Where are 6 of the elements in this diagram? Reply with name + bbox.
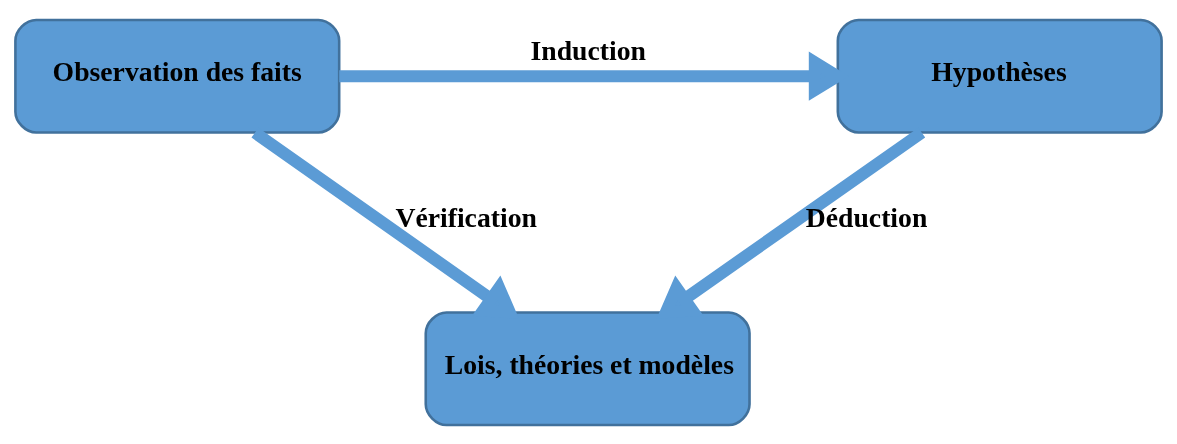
node-box: Lois, théories et modèles bbox=[424, 310, 751, 426]
node-box: Hypothèses bbox=[836, 18, 1163, 134]
edge-label: Déduction bbox=[805, 201, 928, 233]
edge-label: Vérification bbox=[395, 201, 537, 233]
node-box: Observation des faits bbox=[14, 18, 341, 134]
edge-label: Induction bbox=[530, 34, 646, 66]
